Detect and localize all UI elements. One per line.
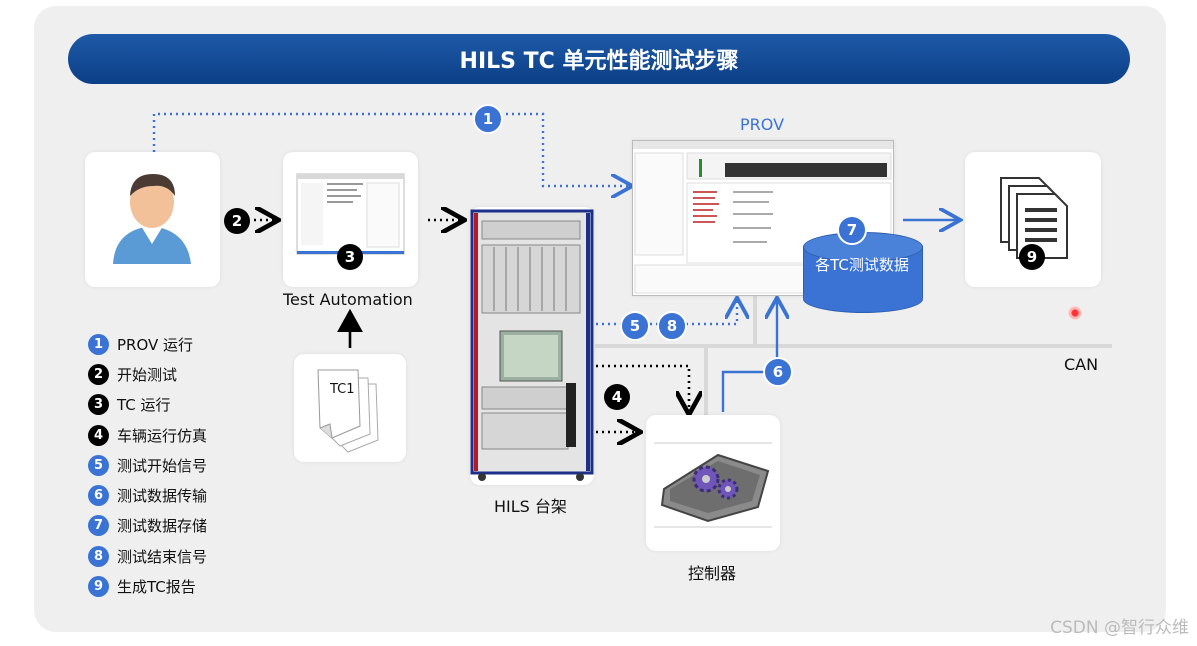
legend-item: 3 TC 运行 — [88, 390, 207, 420]
legend-number: 5 — [88, 454, 109, 476]
legend-item: 8 测试结束信号 — [88, 541, 207, 571]
hils-rack-image — [470, 209, 594, 481]
tc1-card: TC1 — [294, 354, 406, 462]
legend-text: 车辆运行仿真 — [117, 426, 208, 445]
legend-text: 测试结束信号 — [117, 547, 208, 566]
step-6-badge: 6 — [763, 357, 793, 387]
legend-item: 1 PROV 运行 — [88, 329, 207, 359]
report-documents-icon — [1000, 177, 1068, 259]
user-icon — [113, 174, 191, 264]
legend-number: 1 — [88, 333, 109, 355]
step-7-badge: 7 — [837, 215, 867, 245]
test-automation-label: Test Automation — [283, 290, 413, 309]
legend-text: TC 运行 — [117, 396, 171, 415]
diagram-title: HILS TC 单元性能测试步骤 — [68, 34, 1130, 84]
legend-text: 生成TC报告 — [117, 578, 196, 597]
legend-text: 测试数据传输 — [117, 487, 208, 506]
legend-item: 2 开始测试 — [88, 359, 207, 389]
status-indicator — [1068, 306, 1082, 320]
step-8-badge: 8 — [657, 311, 687, 341]
legend-number: 3 — [88, 394, 109, 416]
controller-card — [646, 415, 780, 551]
legend-item: 5 测试开始信号 — [88, 450, 207, 480]
step-5-badge: 5 — [620, 311, 650, 341]
step-3-badge: 3 — [337, 244, 363, 270]
legend-text: 测试开始信号 — [117, 456, 208, 475]
prov-label: PROV — [740, 115, 785, 134]
can-label: CAN — [1064, 355, 1099, 374]
legend: 1 PROV 运行 2 开始测试 3 TC 运行 4 车辆运行仿真 5 测试开始… — [88, 329, 207, 602]
diagram-panel — [34, 6, 1166, 632]
legend-text: 开始测试 — [117, 365, 178, 384]
legend-number: 8 — [88, 545, 109, 567]
legend-text: PROV 运行 — [117, 335, 194, 354]
legend-item: 4 车辆运行仿真 — [88, 420, 207, 450]
ecu-gears-icon — [654, 442, 772, 528]
hils-rack-card — [470, 207, 594, 485]
legend-item: 6 测试数据传输 — [88, 480, 207, 510]
hils-label: HILS 台架 — [494, 497, 567, 516]
legend-item: 9 生成TC报告 — [88, 571, 207, 601]
legend-number: 7 — [88, 515, 109, 537]
step-4-badge: 4 — [604, 384, 630, 410]
step-9-badge: 9 — [1019, 244, 1045, 270]
legend-number: 2 — [88, 363, 109, 385]
software-window-icon — [296, 173, 405, 255]
user-card — [85, 152, 220, 287]
legend-number: 9 — [88, 576, 109, 598]
test-automation-card — [283, 152, 418, 287]
step-2-badge: 2 — [224, 208, 250, 234]
database-label: 各TC测试数据 — [815, 256, 909, 274]
legend-text: 测试数据存储 — [117, 517, 208, 536]
legend-number: 6 — [88, 485, 109, 507]
controller-label: 控制器 — [688, 564, 737, 583]
step-1-badge: 1 — [473, 104, 503, 134]
legend-item: 7 测试数据存储 — [88, 511, 207, 541]
tc-documents-icon — [317, 369, 379, 453]
tc1-label: TC1 — [330, 382, 355, 397]
watermark: CSDN @智行众维 — [1050, 618, 1189, 638]
legend-number: 4 — [88, 424, 109, 446]
